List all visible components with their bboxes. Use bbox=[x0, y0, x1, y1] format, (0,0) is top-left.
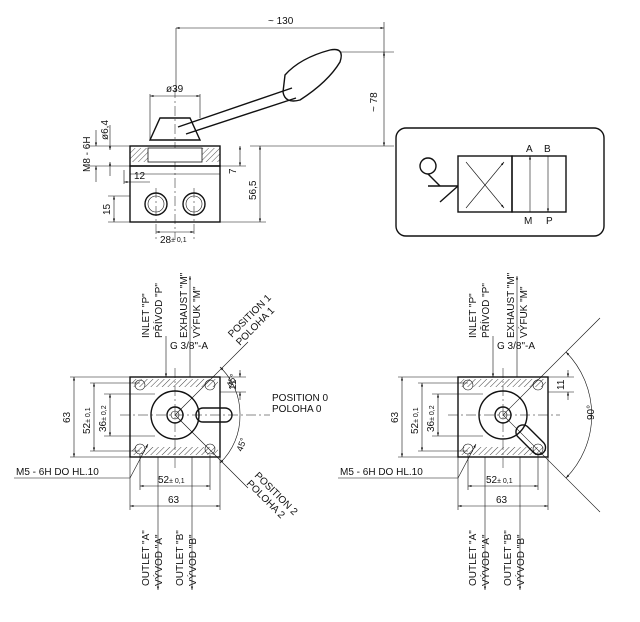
position-0-label: POSITION 0 bbox=[272, 393, 329, 404]
label-vyvod-b: VÝVOD "B" bbox=[514, 534, 527, 586]
valve-body bbox=[129, 165, 221, 223]
dim-11: 11 bbox=[556, 379, 567, 390]
dim-63-horizontal: 63 bbox=[168, 495, 180, 506]
dim-63-horizontal: 63 bbox=[496, 495, 508, 506]
label-vyvod-a: VÝVOD "A" bbox=[479, 534, 492, 586]
dim-36: 36± 0,2 bbox=[426, 405, 437, 432]
valve-symbol: A B M P bbox=[395, 127, 605, 237]
label-inlet-p: INLET "P" bbox=[468, 293, 479, 338]
dim-thread: M8 - 6H bbox=[82, 136, 93, 172]
angle-upper: 45° bbox=[224, 372, 238, 389]
dim-port-height: 15 bbox=[102, 203, 113, 215]
label-vyfuk-m: VÝFUK "M" bbox=[517, 286, 530, 338]
mount-hole-label: M5 - 6H DO HL.10 bbox=[16, 467, 99, 478]
dim-36: 36± 0,2 bbox=[98, 405, 109, 432]
label-vyfuk-m: VÝFUK "M" bbox=[190, 286, 203, 338]
top-view-left: INLET "P" PŘÍVOD "P" EXHAUST "M" VÝFUK "… bbox=[14, 272, 329, 590]
dim-63-vertical: 63 bbox=[62, 411, 73, 423]
dim-52-vertical: 52± 0,1 bbox=[82, 407, 93, 434]
mount-hole-label: M5 - 6H DO HL.10 bbox=[340, 467, 423, 478]
dim-height: ~ 78 bbox=[369, 92, 380, 112]
dim-52-horizontal: 52± 0,1 bbox=[486, 475, 513, 486]
top-view-right: INLET "P" PŘÍVOD "P" EXHAUST "M" VÝFUK "… bbox=[338, 272, 601, 590]
dim-knob-diameter: ø39 bbox=[166, 84, 184, 95]
label-exhaust-m: EXHAUST "M" bbox=[506, 272, 517, 338]
label-inlet-p: INLET "P" bbox=[141, 293, 152, 338]
label-exhaust-m: EXHAUST "M" bbox=[179, 272, 190, 338]
dim-offset: 12 bbox=[134, 171, 146, 182]
port-b-label: B bbox=[544, 144, 551, 155]
label-vyvod-a: VÝVOD "A" bbox=[152, 534, 165, 586]
dim-52-vertical: 52± 0,1 bbox=[410, 407, 421, 434]
port-a-label: A bbox=[526, 144, 533, 155]
label-outlet-a: OUTLET "A" bbox=[141, 530, 152, 586]
thread-label: G 3/8"-A bbox=[170, 341, 208, 352]
dim-63-vertical: 63 bbox=[390, 411, 401, 423]
dim-52-horizontal: 52± 0,1 bbox=[158, 475, 185, 486]
label-outlet-b: OUTLET "B" bbox=[503, 530, 514, 586]
lever-handle bbox=[282, 48, 342, 102]
label-privod-p: PŘÍVOD "P" bbox=[479, 283, 492, 338]
dim-bore: ø6,4 bbox=[100, 120, 111, 140]
thread-label: G 3/8"-A bbox=[497, 341, 535, 352]
label-outlet-a: OUTLET "A" bbox=[468, 530, 479, 586]
dim-port-spacing: 28± 0,1 bbox=[160, 235, 187, 246]
side-view: ~ 130 ~ 78 ø39 M8 - 6H bbox=[82, 16, 394, 246]
dim-depth: 7 bbox=[228, 168, 239, 174]
dim-body-height: 56,5 bbox=[248, 180, 259, 200]
dim-total-length: ~ 130 bbox=[268, 16, 294, 27]
label-privod-p: PŘÍVOD "P" bbox=[152, 283, 165, 338]
poloha-0-label: POLOHA 0 bbox=[272, 404, 322, 415]
port-p-label: P bbox=[546, 216, 553, 227]
angle-90: 90° bbox=[586, 405, 597, 420]
port-m-label: M bbox=[524, 216, 532, 227]
knob bbox=[148, 117, 202, 141]
dim-11: 11 bbox=[228, 379, 239, 390]
handle-position-2 bbox=[515, 424, 547, 456]
lever-symbol bbox=[419, 157, 437, 175]
label-vyvod-b: VÝVOD "B" bbox=[186, 534, 199, 586]
label-outlet-b: OUTLET "B" bbox=[175, 530, 186, 586]
angle-lower: 45° bbox=[234, 436, 248, 453]
